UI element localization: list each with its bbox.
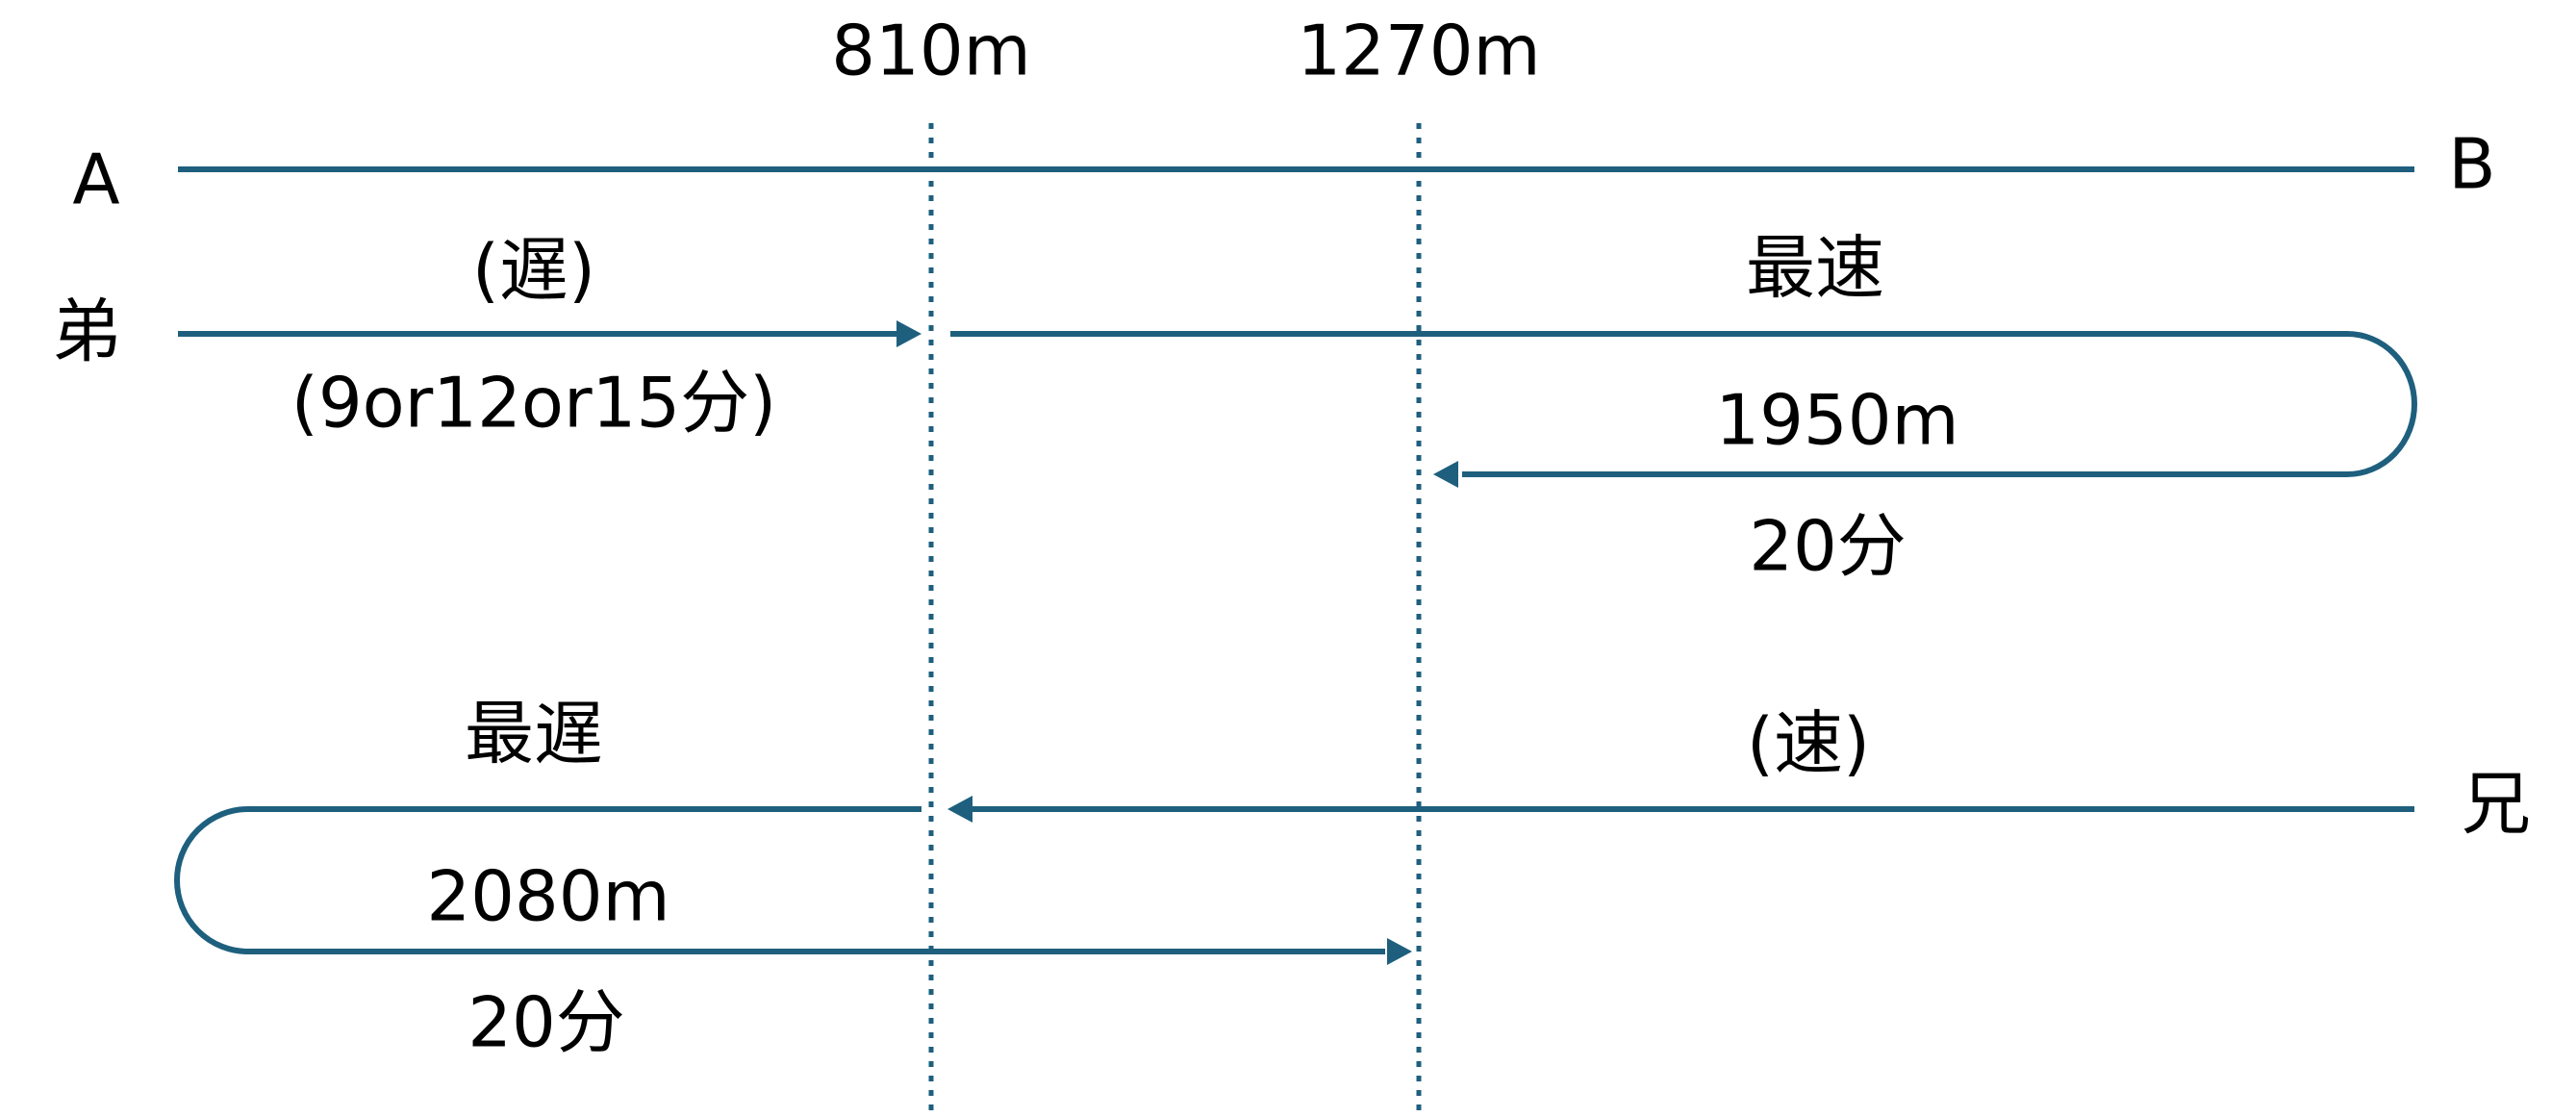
younger-fastest-return-path bbox=[950, 331, 2417, 477]
older-brother-label: 兄 bbox=[2462, 764, 2531, 845]
older-return-arrowhead bbox=[1387, 938, 1412, 965]
fastest-segment-label: 最速 bbox=[1746, 228, 1884, 309]
slow-segment-label: (遅) bbox=[472, 230, 595, 311]
older-slowest-return-path bbox=[174, 806, 1385, 954]
older-fast-arrowhead bbox=[947, 796, 972, 823]
younger-return-distance: 1950m bbox=[1715, 380, 1958, 461]
older-return-time: 20分 bbox=[467, 982, 625, 1063]
marker-810m-label: 810m bbox=[831, 11, 1031, 91]
point-a-label: A bbox=[72, 140, 119, 220]
fast-segment-label: (速) bbox=[1747, 703, 1870, 784]
point-b-label: B bbox=[2448, 124, 2495, 205]
slow-segment-time: (9or12or15分) bbox=[291, 363, 777, 444]
younger-return-arrowhead bbox=[1433, 461, 1458, 488]
older-return-distance: 2080m bbox=[426, 856, 669, 937]
younger-brother-label: 弟 bbox=[52, 292, 121, 372]
younger-slow-arrowhead bbox=[897, 320, 922, 347]
slowest-segment-label: 最遅 bbox=[465, 694, 603, 774]
younger-return-time: 20分 bbox=[1749, 506, 1907, 587]
marker-1270m-label: 1270m bbox=[1297, 11, 1540, 91]
